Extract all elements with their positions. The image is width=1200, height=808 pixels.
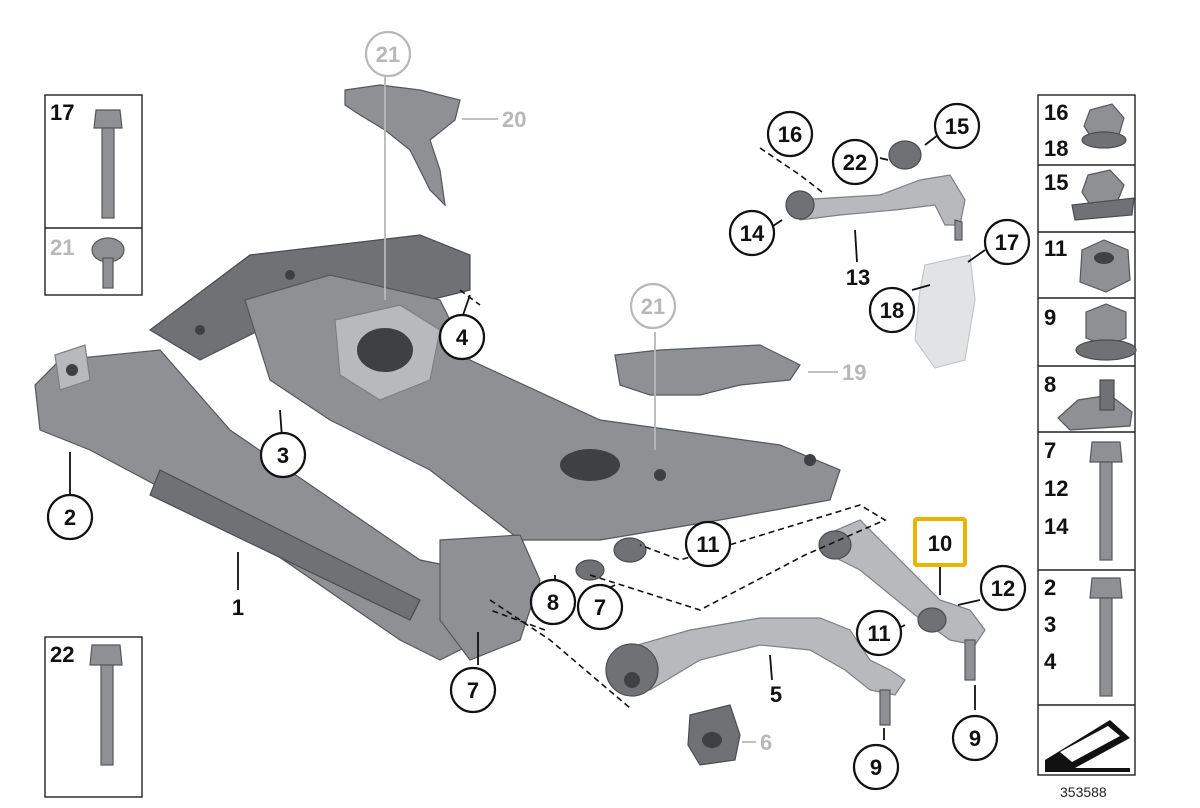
callout-10-highlighted[interactable]: 10 bbox=[913, 517, 967, 567]
callout-21-top[interactable]: 21 bbox=[364, 30, 412, 78]
nut-15-icon bbox=[1071, 169, 1135, 221]
callout-17[interactable]: 17 bbox=[983, 218, 1031, 266]
svg-text:17: 17 bbox=[995, 230, 1019, 255]
callout-9-right[interactable]: 9 bbox=[951, 714, 999, 762]
callout-14[interactable]: 14 bbox=[728, 209, 776, 257]
svg-text:19: 19 bbox=[842, 360, 866, 385]
right-row-7-label-c: 4 bbox=[1044, 649, 1057, 674]
bolt-2-icon bbox=[1089, 577, 1123, 697]
callout-4[interactable]: 4 bbox=[438, 313, 486, 361]
flange-nut-9-icon bbox=[1075, 303, 1137, 361]
callout-11-upper[interactable]: 11 bbox=[684, 520, 732, 568]
panel-label-22: 22 bbox=[50, 642, 74, 667]
clip-nut-8-icon bbox=[1057, 379, 1133, 431]
label-6[interactable]: 6 bbox=[760, 730, 772, 755]
stop-buffer-18[interactable] bbox=[914, 254, 976, 369]
svg-text:7: 7 bbox=[467, 678, 479, 703]
label-5[interactable]: 5 bbox=[770, 682, 782, 707]
svg-text:9: 9 bbox=[870, 755, 882, 780]
diagram-id: 353588 bbox=[1060, 784, 1107, 800]
right-row-6-label-b: 12 bbox=[1044, 476, 1068, 501]
label-1[interactable]: 1 bbox=[232, 595, 244, 620]
callout-22[interactable]: 22 bbox=[831, 138, 879, 186]
flange-nut-16-icon bbox=[1081, 103, 1127, 149]
svg-text:6: 6 bbox=[760, 730, 772, 755]
left-fastener-panel: 17 21 bbox=[44, 94, 143, 296]
svg-text:1: 1 bbox=[232, 595, 244, 620]
leader-lines bbox=[69, 76, 986, 743]
callout-21-middle[interactable]: 21 bbox=[629, 282, 677, 330]
svg-text:12: 12 bbox=[991, 576, 1015, 601]
label-19[interactable]: 19 bbox=[842, 360, 866, 385]
screw-21-icon bbox=[91, 237, 125, 289]
label-20[interactable]: 20 bbox=[502, 107, 526, 132]
wishbone-5[interactable] bbox=[605, 617, 906, 726]
panel-label-17: 17 bbox=[50, 100, 74, 125]
callout-2[interactable]: 2 bbox=[46, 493, 94, 541]
svg-text:22: 22 bbox=[843, 150, 867, 175]
svg-text:11: 11 bbox=[696, 532, 719, 557]
callout-18[interactable]: 18 bbox=[868, 286, 916, 334]
svg-text:7: 7 bbox=[594, 595, 606, 620]
heat-shield-20[interactable] bbox=[344, 84, 461, 207]
callout-3[interactable]: 3 bbox=[259, 431, 307, 479]
bolt-17-icon bbox=[93, 109, 123, 219]
svg-text:10: 10 bbox=[928, 531, 952, 556]
svg-text:20: 20 bbox=[502, 107, 526, 132]
svg-text:3: 3 bbox=[277, 443, 289, 468]
callout-15[interactable]: 15 bbox=[933, 102, 981, 150]
bolt-7-icon bbox=[1089, 441, 1123, 561]
right-row-7-label-a: 2 bbox=[1044, 575, 1056, 600]
right-row-3-label: 11 bbox=[1044, 236, 1067, 261]
svg-text:21: 21 bbox=[376, 42, 400, 67]
bushing-6[interactable] bbox=[687, 704, 741, 766]
orientation-arrow-icon bbox=[1045, 720, 1130, 772]
right-row-1-label-a: 16 bbox=[1044, 100, 1068, 125]
svg-text:21: 21 bbox=[641, 294, 665, 319]
heat-shield-19[interactable] bbox=[614, 344, 801, 396]
right-row-6-label-a: 7 bbox=[1044, 438, 1056, 463]
right-row-5-label: 8 bbox=[1044, 372, 1056, 397]
right-row-6-label-c: 14 bbox=[1044, 514, 1069, 539]
right-fastener-panel: 16 18 15 11 9 8 7 12 14 bbox=[1037, 94, 1137, 776]
callout-9-bottom[interactable]: 9 bbox=[852, 743, 900, 791]
svg-text:18: 18 bbox=[880, 298, 904, 323]
callout-7-left[interactable]: 7 bbox=[449, 666, 497, 714]
upper-control-arm-13[interactable] bbox=[785, 140, 966, 241]
svg-text:13: 13 bbox=[846, 265, 870, 290]
svg-text:9: 9 bbox=[969, 726, 981, 751]
bolt-22-panel: 22 bbox=[44, 636, 143, 798]
svg-text:8: 8 bbox=[547, 590, 559, 615]
callout-8[interactable]: 8 bbox=[529, 578, 577, 626]
svg-text:4: 4 bbox=[456, 325, 469, 350]
svg-text:5: 5 bbox=[770, 682, 782, 707]
right-row-1-label-b: 18 bbox=[1044, 136, 1068, 161]
svg-text:14: 14 bbox=[740, 221, 765, 246]
bolt-22-icon bbox=[89, 644, 123, 766]
svg-text:11: 11 bbox=[867, 621, 890, 646]
callout-11-lower[interactable]: 11 bbox=[855, 609, 903, 657]
right-row-4-label: 9 bbox=[1044, 305, 1056, 330]
svg-text:15: 15 bbox=[945, 114, 969, 139]
hex-nut-11-icon bbox=[1079, 239, 1131, 293]
callout-7-right[interactable]: 7 bbox=[576, 583, 624, 631]
callout-16[interactable]: 16 bbox=[766, 110, 814, 158]
svg-text:2: 2 bbox=[64, 505, 76, 530]
right-row-2-label: 15 bbox=[1044, 170, 1068, 195]
svg-text:16: 16 bbox=[778, 122, 802, 147]
callout-12[interactable]: 12 bbox=[979, 564, 1027, 612]
label-13[interactable]: 13 bbox=[846, 265, 870, 290]
panel-label-21: 21 bbox=[50, 235, 74, 260]
right-row-7-label-b: 3 bbox=[1044, 612, 1056, 637]
subframe-part[interactable] bbox=[34, 234, 841, 661]
